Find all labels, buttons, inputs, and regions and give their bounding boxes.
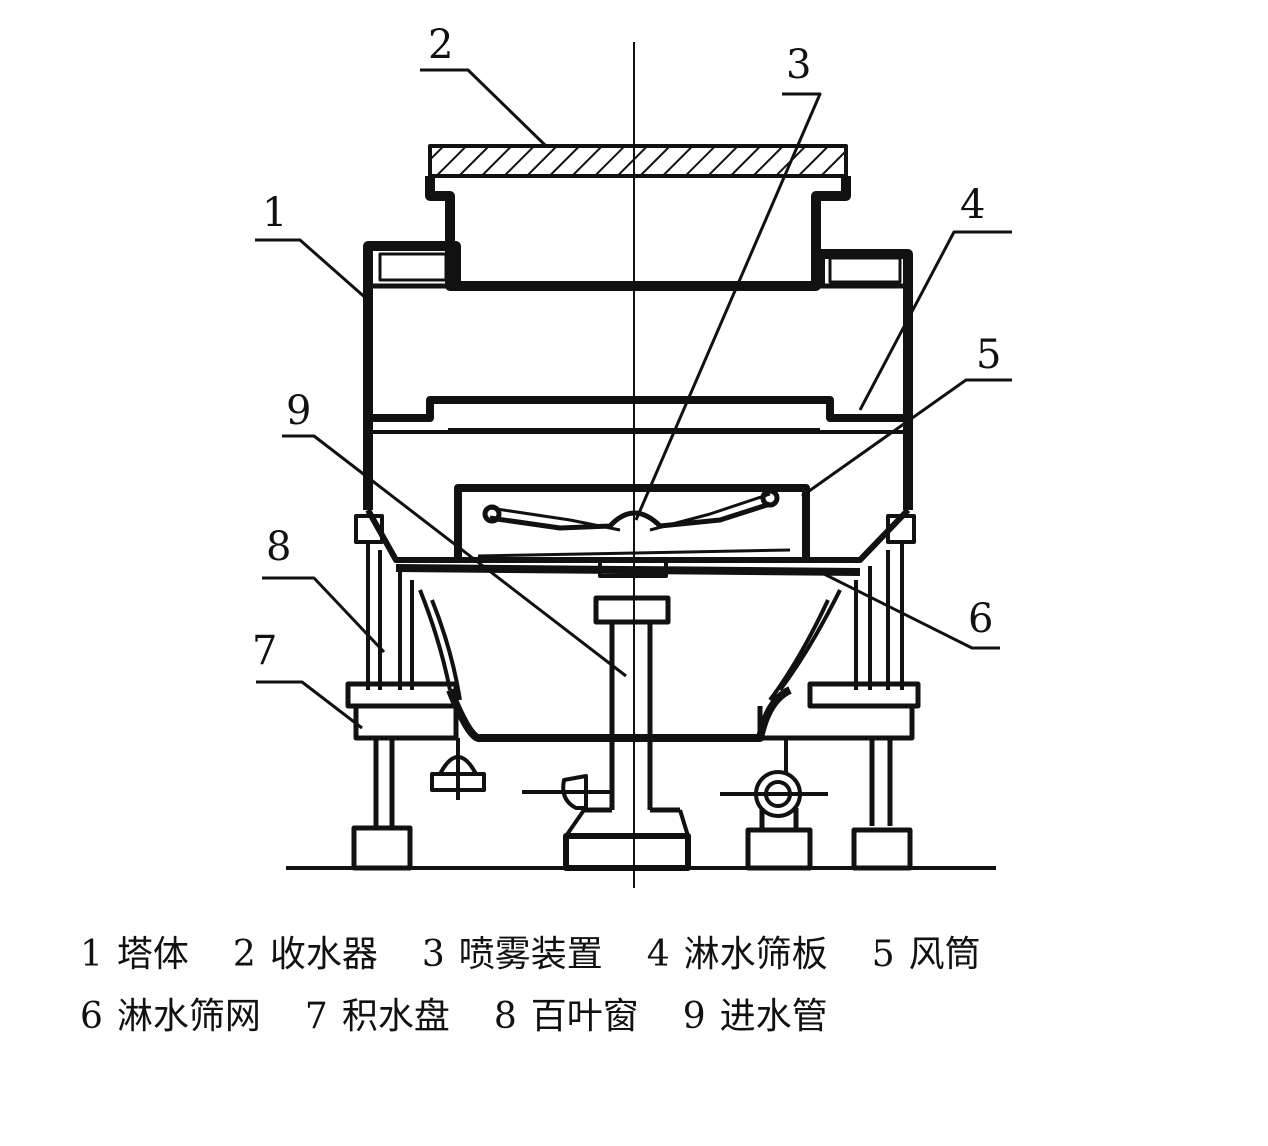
legend-row-1: 1 塔体 2 收水器 3 喷雾装置 4 淋水筛板 5 风筒 (80, 930, 1025, 980)
legend-item-5: 5 风筒 (872, 930, 981, 980)
legend-row-2: 6 淋水筛网 7 积水盘 8 百叶窗 9 进水管 (80, 992, 872, 1042)
legend-label: 进水管 (719, 996, 828, 1037)
outlet-valve-left (430, 738, 486, 800)
inlet-pipe (563, 558, 691, 871)
callout-7: 7 (252, 628, 277, 674)
basin (345, 681, 921, 742)
legend-label: 百叶窗 (530, 996, 639, 1037)
spray-device (477, 488, 791, 558)
legend-item-3: 3 喷雾装置 (422, 930, 603, 980)
legend-label: 淋水筛板 (683, 934, 828, 975)
legend-item-4: 4 淋水筛板 (647, 930, 828, 980)
legend-label: 喷雾装置 (458, 934, 603, 975)
legend-number: 1 (80, 934, 103, 975)
legend-item-7: 7 积水盘 (305, 992, 450, 1042)
cooling-tower-diagram: 1 2 3 4 5 6 7 8 9 (252, 22, 1012, 888)
callout-4: 4 (960, 182, 985, 228)
legend-item-9: 9 进水管 (683, 992, 828, 1042)
legend-label: 淋水筛网 (116, 996, 261, 1037)
support-legs (351, 738, 913, 871)
legend-number: 4 (646, 934, 670, 975)
legend-number: 8 (493, 996, 517, 1037)
legend-item-6: 6 淋水筛网 (80, 992, 261, 1042)
legend-item-2: 2 收水器 (233, 930, 378, 980)
tower-body (363, 241, 913, 510)
drift-eliminator (425, 144, 851, 291)
callout-5: 5 (976, 332, 1001, 378)
legend-number: 6 (80, 996, 103, 1037)
legend-label: 风筒 (908, 934, 981, 975)
leader-lines (255, 68, 1012, 730)
legend-label: 收水器 (269, 934, 378, 975)
legend-number: 3 (421, 934, 445, 975)
callout-6: 6 (968, 596, 993, 642)
legend-label: 积水盘 (341, 996, 450, 1037)
legend-number: 5 (871, 934, 895, 975)
drain-valve-center (522, 774, 610, 810)
callout-1: 1 (262, 190, 287, 236)
callout-9: 9 (286, 388, 311, 434)
air-duct (454, 484, 810, 560)
legend-number: 7 (304, 996, 328, 1037)
legend-number: 2 (232, 934, 256, 975)
legend-item-1: 1 塔体 (80, 930, 189, 980)
callout-2: 2 (428, 22, 453, 68)
pipe-flange-right (720, 738, 828, 818)
legend-label: 塔体 (116, 934, 189, 975)
callout-3: 3 (786, 42, 811, 88)
legend-item-8: 8 百叶窗 (494, 992, 639, 1042)
louvers (354, 514, 916, 702)
legend-number: 9 (682, 996, 706, 1037)
callout-8: 8 (266, 524, 291, 570)
distribution-plate (368, 396, 908, 434)
